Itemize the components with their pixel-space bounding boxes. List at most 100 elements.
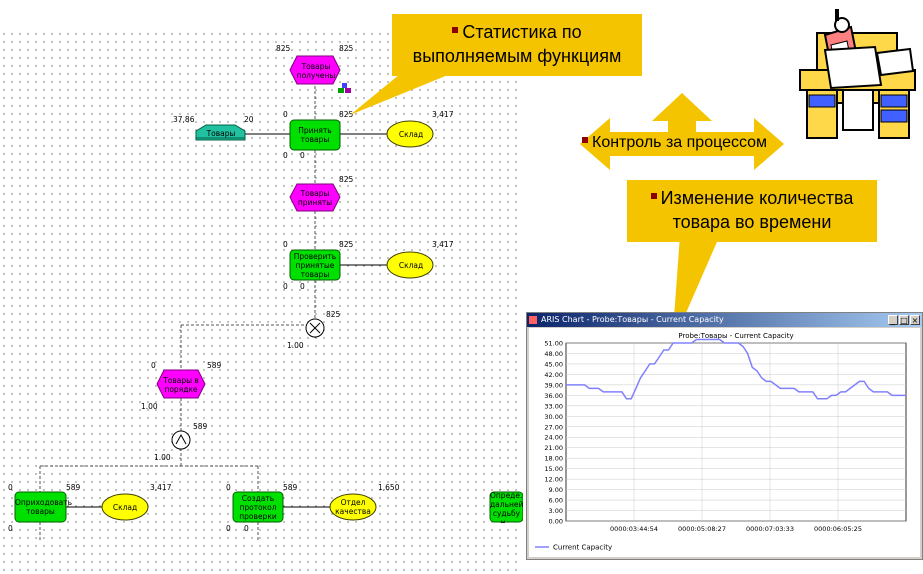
stat-value: 0 — [283, 282, 288, 291]
stat-value: 0 — [300, 151, 305, 160]
y-tick-label: 0.00 — [549, 518, 563, 526]
function-verify — [289, 249, 341, 281]
y-tick-label: 48.00 — [544, 350, 563, 358]
control-label: Контроль за процессом — [582, 134, 767, 152]
stat-value: 1.00 — [287, 341, 304, 350]
stat-value: 0 — [8, 483, 13, 492]
legend-label: Current Capacity — [553, 544, 612, 552]
stat-value: 1.00 — [154, 453, 171, 462]
chart-area: Probe:Товары - Current Capacity 0.00 3.00 6… — [529, 328, 920, 557]
event-check-label: Отдел качества — [335, 498, 371, 516]
probe-icon — [345, 88, 351, 93]
stat-value: 0 — [244, 524, 249, 533]
plot-area — [565, 342, 907, 522]
stat-value: 825 — [276, 44, 291, 53]
x-tick-label: 0000:03:44:54 — [610, 525, 658, 533]
xor-mark — [309, 322, 321, 334]
function-accept-label: Принять товары — [298, 126, 332, 144]
function-accept — [289, 119, 341, 151]
warehouse-label: Склад — [398, 261, 424, 270]
change-line-2: товара во времени — [672, 212, 832, 232]
bullet-icon — [650, 193, 657, 200]
stat-value: 0 — [8, 524, 13, 533]
stat-value: 825 — [339, 44, 354, 53]
maximize-button[interactable]: □ — [899, 315, 909, 325]
resource-warehouse — [101, 493, 149, 521]
stat-value: 3,417 — [150, 483, 172, 492]
process-diagram — [14, 55, 523, 540]
stats-callout-pointer — [350, 70, 460, 115]
stat-value: 0 — [226, 524, 231, 533]
y-tick-label: 15.00 — [544, 465, 563, 473]
y-tick-label: 39.00 — [544, 381, 563, 389]
stat-value: 0 — [283, 110, 288, 119]
window-titlebar[interactable]: ARIS Chart - Probe:Товары - Current Capa… — [527, 313, 922, 327]
y-tick-label: 18.00 — [544, 455, 563, 463]
window-title: ARIS Chart - Probe:Товары - Current Capa… — [541, 315, 724, 324]
resource-goods — [195, 124, 246, 141]
event-accepted — [289, 183, 341, 212]
function-verify-label: Проверить принятые товары — [293, 252, 337, 279]
change-callout: Изменение количества товара во времени — [627, 180, 877, 242]
y-tick-label: 51.00 — [544, 340, 563, 348]
stats-callout: Статистика по выполняемым функциям — [392, 14, 642, 76]
y-tick-label: 12.00 — [544, 476, 563, 484]
stat-value: 0 — [283, 151, 288, 160]
probe-icon — [342, 83, 347, 88]
stats-line-2: выполняемым функциям — [412, 46, 622, 66]
window-icon — [529, 316, 537, 324]
stat-value: 589 — [207, 361, 222, 370]
and-connector — [171, 430, 191, 450]
stat-value: 37,86 — [173, 115, 195, 124]
stat-value: 1,650 — [378, 483, 400, 492]
and-mark — [175, 433, 187, 445]
stat-value: 825 — [339, 175, 354, 184]
stats-line-1: Статистика по — [462, 22, 582, 42]
x-tick-label: 0000:06:05:25 — [814, 525, 862, 533]
warehouse-label: Склад — [112, 503, 138, 512]
stat-value: 589 — [193, 422, 208, 431]
desk-clipart — [799, 9, 916, 139]
event-received — [289, 55, 341, 85]
y-tick-label: 21.00 — [544, 444, 563, 452]
event-ok-label: Товары в порядке — [163, 376, 199, 394]
event-accepted-label: Товары приняты — [297, 189, 333, 207]
series-line-current-capacity — [566, 338, 906, 400]
event-check — [329, 493, 377, 521]
y-tick-label: 24.00 — [544, 434, 563, 442]
function-post — [14, 491, 67, 523]
change-line-1: Изменение количества — [660, 188, 854, 208]
stat-value: 825 — [339, 110, 354, 119]
function-cut-label: Опреде... дальней... судьбу н... това... — [490, 491, 523, 523]
stat-value: 589 — [283, 483, 298, 492]
y-tick-label: 6.00 — [549, 497, 563, 505]
function-protocol — [232, 491, 284, 523]
diagram-grid — [0, 30, 518, 574]
close-button[interactable]: × — [910, 315, 920, 325]
probe-icon — [338, 88, 344, 93]
warehouse-label: Склад — [398, 130, 424, 139]
y-tick-label: 36.00 — [544, 392, 563, 400]
goods-label: Товары — [206, 129, 236, 138]
stat-value: 825 — [339, 240, 354, 249]
stat-value: 589 — [66, 483, 81, 492]
aris-chart-window[interactable]: ARIS Chart - Probe:Товары - Current Capa… — [526, 312, 923, 560]
y-tick-label: 3.00 — [549, 507, 563, 515]
stat-value: 0 — [226, 483, 231, 492]
y-tick-label: 27.00 — [544, 423, 563, 431]
stat-value: 20 — [244, 115, 254, 124]
stat-value: 0 — [283, 240, 288, 249]
resource-warehouse — [386, 120, 434, 148]
y-tick-label: 9.00 — [549, 486, 563, 494]
chart-title: Probe:Товары - Current Capacity — [678, 332, 793, 340]
y-tick-label: 30.00 — [544, 413, 563, 421]
stat-value: 3,417 — [432, 240, 454, 249]
y-tick-label: 33.00 — [544, 402, 563, 410]
x-tick-label: 0000:07:03:33 — [746, 525, 794, 533]
event-received-label: Товары получены — [296, 62, 336, 80]
minimize-button[interactable]: _ — [888, 315, 898, 325]
stat-value: 825 — [326, 310, 341, 319]
bullet-icon — [452, 27, 459, 34]
event-ok — [156, 369, 206, 399]
